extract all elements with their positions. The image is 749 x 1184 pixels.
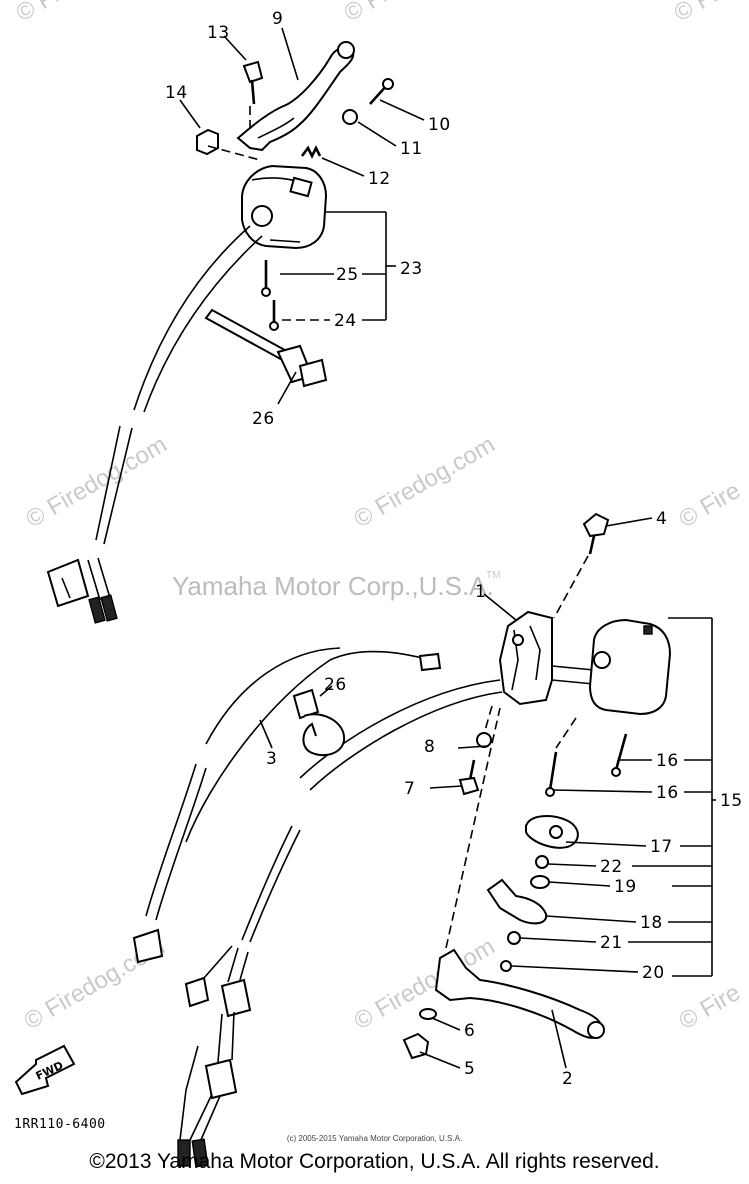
nut-21 [507,931,521,945]
callout-3: 3 [266,749,277,769]
callout-19: 19 [614,877,637,897]
callout-16b: 16 [656,783,679,803]
diagram-code: 1RR110-6400 [14,1117,106,1132]
callout-8: 8 [424,737,435,757]
callout-24: 24 [334,311,357,331]
bracket-1 [498,610,553,706]
callout-2: 2 [562,1069,573,1089]
callout-21: 21 [600,933,623,953]
callout-26-upper: 26 [252,409,275,429]
watermark-site: © Firedog.com [350,431,500,533]
watermark-tm: TM [486,570,500,581]
bolt-7 [458,776,480,796]
washer-19 [530,875,550,889]
callout-15: 15 [720,791,743,811]
watermark-site: © Fire [670,0,740,27]
upper-switch-assembly [46,27,425,624]
bolt-4 [582,512,610,538]
nut-11 [342,109,358,125]
callout-10: 10 [428,115,451,135]
watermark-site: © Fire [12,0,82,27]
connector-lower-a [220,978,252,1018]
callout-16a: 16 [656,751,679,771]
callout-13: 13 [207,23,230,43]
lever-2 [434,948,603,1039]
callout-22: 22 [600,857,623,877]
washer-8 [476,732,492,748]
callout-12: 12 [368,169,391,189]
copyright-footer: ©2013 Yamaha Motor Corporation, U.S.A. A… [89,1150,660,1173]
callout-4: 4 [656,509,667,529]
connector-upper [46,558,90,608]
watermark-brand: Yamaha Motor Corp.,U.S.A. [172,571,494,601]
connector-lower-b [204,1058,238,1100]
washer-6 [419,1008,437,1020]
callout-1: 1 [475,582,486,602]
callout-11: 11 [400,139,423,159]
nut-14 [196,128,219,156]
callout-6: 6 [464,1021,475,1041]
part-18 [486,878,548,925]
callout-17: 17 [650,837,673,857]
connector-3 [132,928,164,964]
watermark-site: © Fire [675,979,745,1035]
washer-22 [535,855,549,869]
switch-housing-15 [588,618,672,716]
callouts: 13 9 14 10 11 12 23 25 24 26 4 1 26 3 8 … [165,9,743,1089]
watermark-site: © Firedog.com [22,431,172,533]
callout-20: 20 [642,963,665,983]
lower-switch-assembly [132,512,716,1168]
cable-tie-26-lower [292,688,320,720]
callout-14: 14 [165,83,188,103]
callout-23: 23 [400,259,423,279]
fwd-arrow: FWD [14,1044,76,1096]
watermark-site: © Fire [675,477,745,533]
spring-12 [300,145,322,159]
callout-18: 18 [640,913,663,933]
watermark-site: © Fire [340,0,410,27]
callout-25: 25 [336,265,359,285]
screw-20 [500,960,512,972]
callout-5: 5 [464,1059,475,1079]
callout-7: 7 [404,779,415,799]
small-copyright: (c) 2005-2015 Yamaha Motor Corporation, … [286,1134,463,1143]
callout-26-lower: 26 [324,675,347,695]
callout-9: 9 [272,9,283,29]
bolt-13 [242,60,264,84]
